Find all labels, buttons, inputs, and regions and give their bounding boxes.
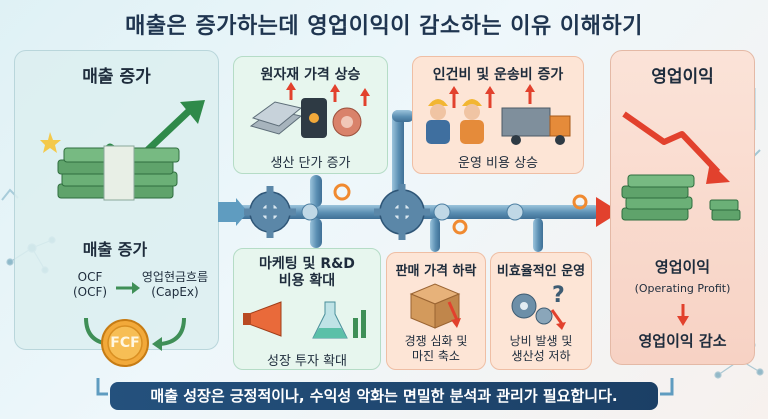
marketing-rd-title: 마케팅 및 R&D 비용 확대 bbox=[259, 256, 355, 289]
gear-icon bbox=[244, 183, 588, 240]
main-flow-arrowhead-icon bbox=[596, 197, 620, 227]
operating-profit-label-en: (Operating Profit) bbox=[634, 282, 731, 295]
fcf-badge: FCF bbox=[110, 335, 140, 351]
raw-materials-caption: 생산 단가 증가 bbox=[270, 156, 351, 171]
flask-chart-icon bbox=[312, 301, 366, 339]
box-icon bbox=[409, 283, 461, 329]
price-drop-title: 판매 가격 하락 bbox=[395, 264, 477, 279]
worker-icon bbox=[426, 84, 571, 145]
inefficiency-pipe bbox=[533, 218, 543, 252]
feedback-arrows-icon bbox=[96, 378, 674, 396]
operating-profit-label: 영업이익 bbox=[654, 258, 711, 276]
lower-vertical-pipe bbox=[310, 218, 322, 248]
operating-profit-heading: 영업이익 bbox=[651, 67, 714, 87]
page-title: 매출은 증가하는데 영업이익이 감소하는 이유 이해하기 bbox=[125, 14, 643, 39]
connector-pipe-up bbox=[392, 110, 404, 206]
truck-icon bbox=[501, 107, 571, 145]
connector-pipe-top bbox=[392, 110, 414, 122]
down-arrow-icon bbox=[677, 304, 689, 326]
factory-material-icon bbox=[249, 82, 370, 138]
fcf-coin-icon bbox=[101, 319, 149, 367]
marketing-rd-card bbox=[233, 248, 381, 370]
marketing-rd-caption: 성장 투자 확대 bbox=[266, 354, 348, 369]
summary-banner: 매출 성장은 긍정적이나, 수익성 악화는 면밀한 분석과 관리가 필요합니다. bbox=[110, 382, 658, 410]
question-gears-icon: ? bbox=[511, 283, 566, 330]
money-stack-icon bbox=[40, 100, 205, 201]
capex-label: 영업현금흐름 (CapEx) bbox=[141, 270, 209, 299]
megaphone-icon bbox=[243, 301, 366, 339]
entry-arrow-icon bbox=[218, 198, 248, 226]
upper-vertical-pipe bbox=[310, 175, 322, 207]
labor-shipping-title: 인건비 및 운송비 증가 bbox=[432, 67, 564, 83]
inefficiency-title: 비효율적인 운영 bbox=[496, 264, 586, 279]
operating-profit-result: 영업이익 감소 bbox=[638, 332, 727, 350]
declining-profit-icon bbox=[621, 111, 741, 221]
svg-text:?: ? bbox=[552, 283, 565, 308]
price-drop-caption: 경쟁 심화 및 마진 축소 bbox=[404, 334, 468, 363]
ocf-label: OCF (OCF) bbox=[72, 270, 108, 299]
labor-shipping-caption: 운영 비용 상승 bbox=[457, 156, 539, 171]
revenue-heading: 매출 증가 bbox=[82, 67, 151, 87]
price-pipe bbox=[430, 218, 440, 252]
raw-materials-title: 원자재 가격 상승 bbox=[260, 67, 361, 83]
revenue-caption: 매출 증가 bbox=[82, 240, 148, 259]
inefficiency-caption: 낭비 발생 및 생산성 저하 bbox=[509, 334, 573, 363]
